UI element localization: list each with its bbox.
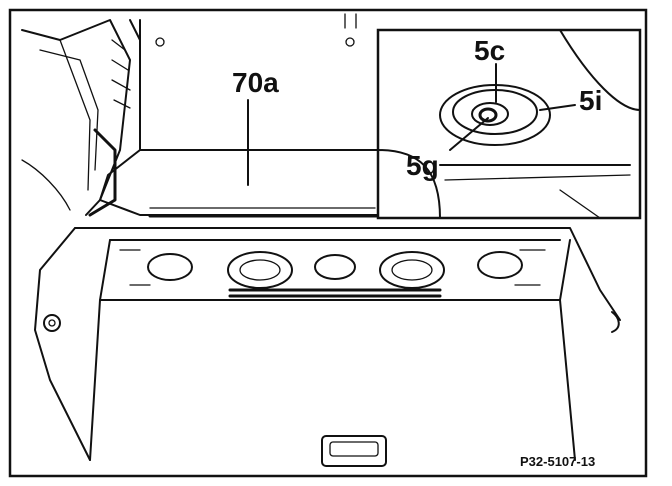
trunk-floor: [34, 227, 621, 467]
figure-reference-code: P32-5107-13: [520, 454, 595, 469]
trim-panel-70a: [99, 13, 382, 218]
inset-detail: [376, 28, 642, 220]
label-70a: 70a: [232, 67, 279, 98]
label-5c: 5c: [474, 35, 505, 66]
label-5i: 5i: [579, 85, 602, 116]
label-5g: 5g: [406, 150, 439, 181]
